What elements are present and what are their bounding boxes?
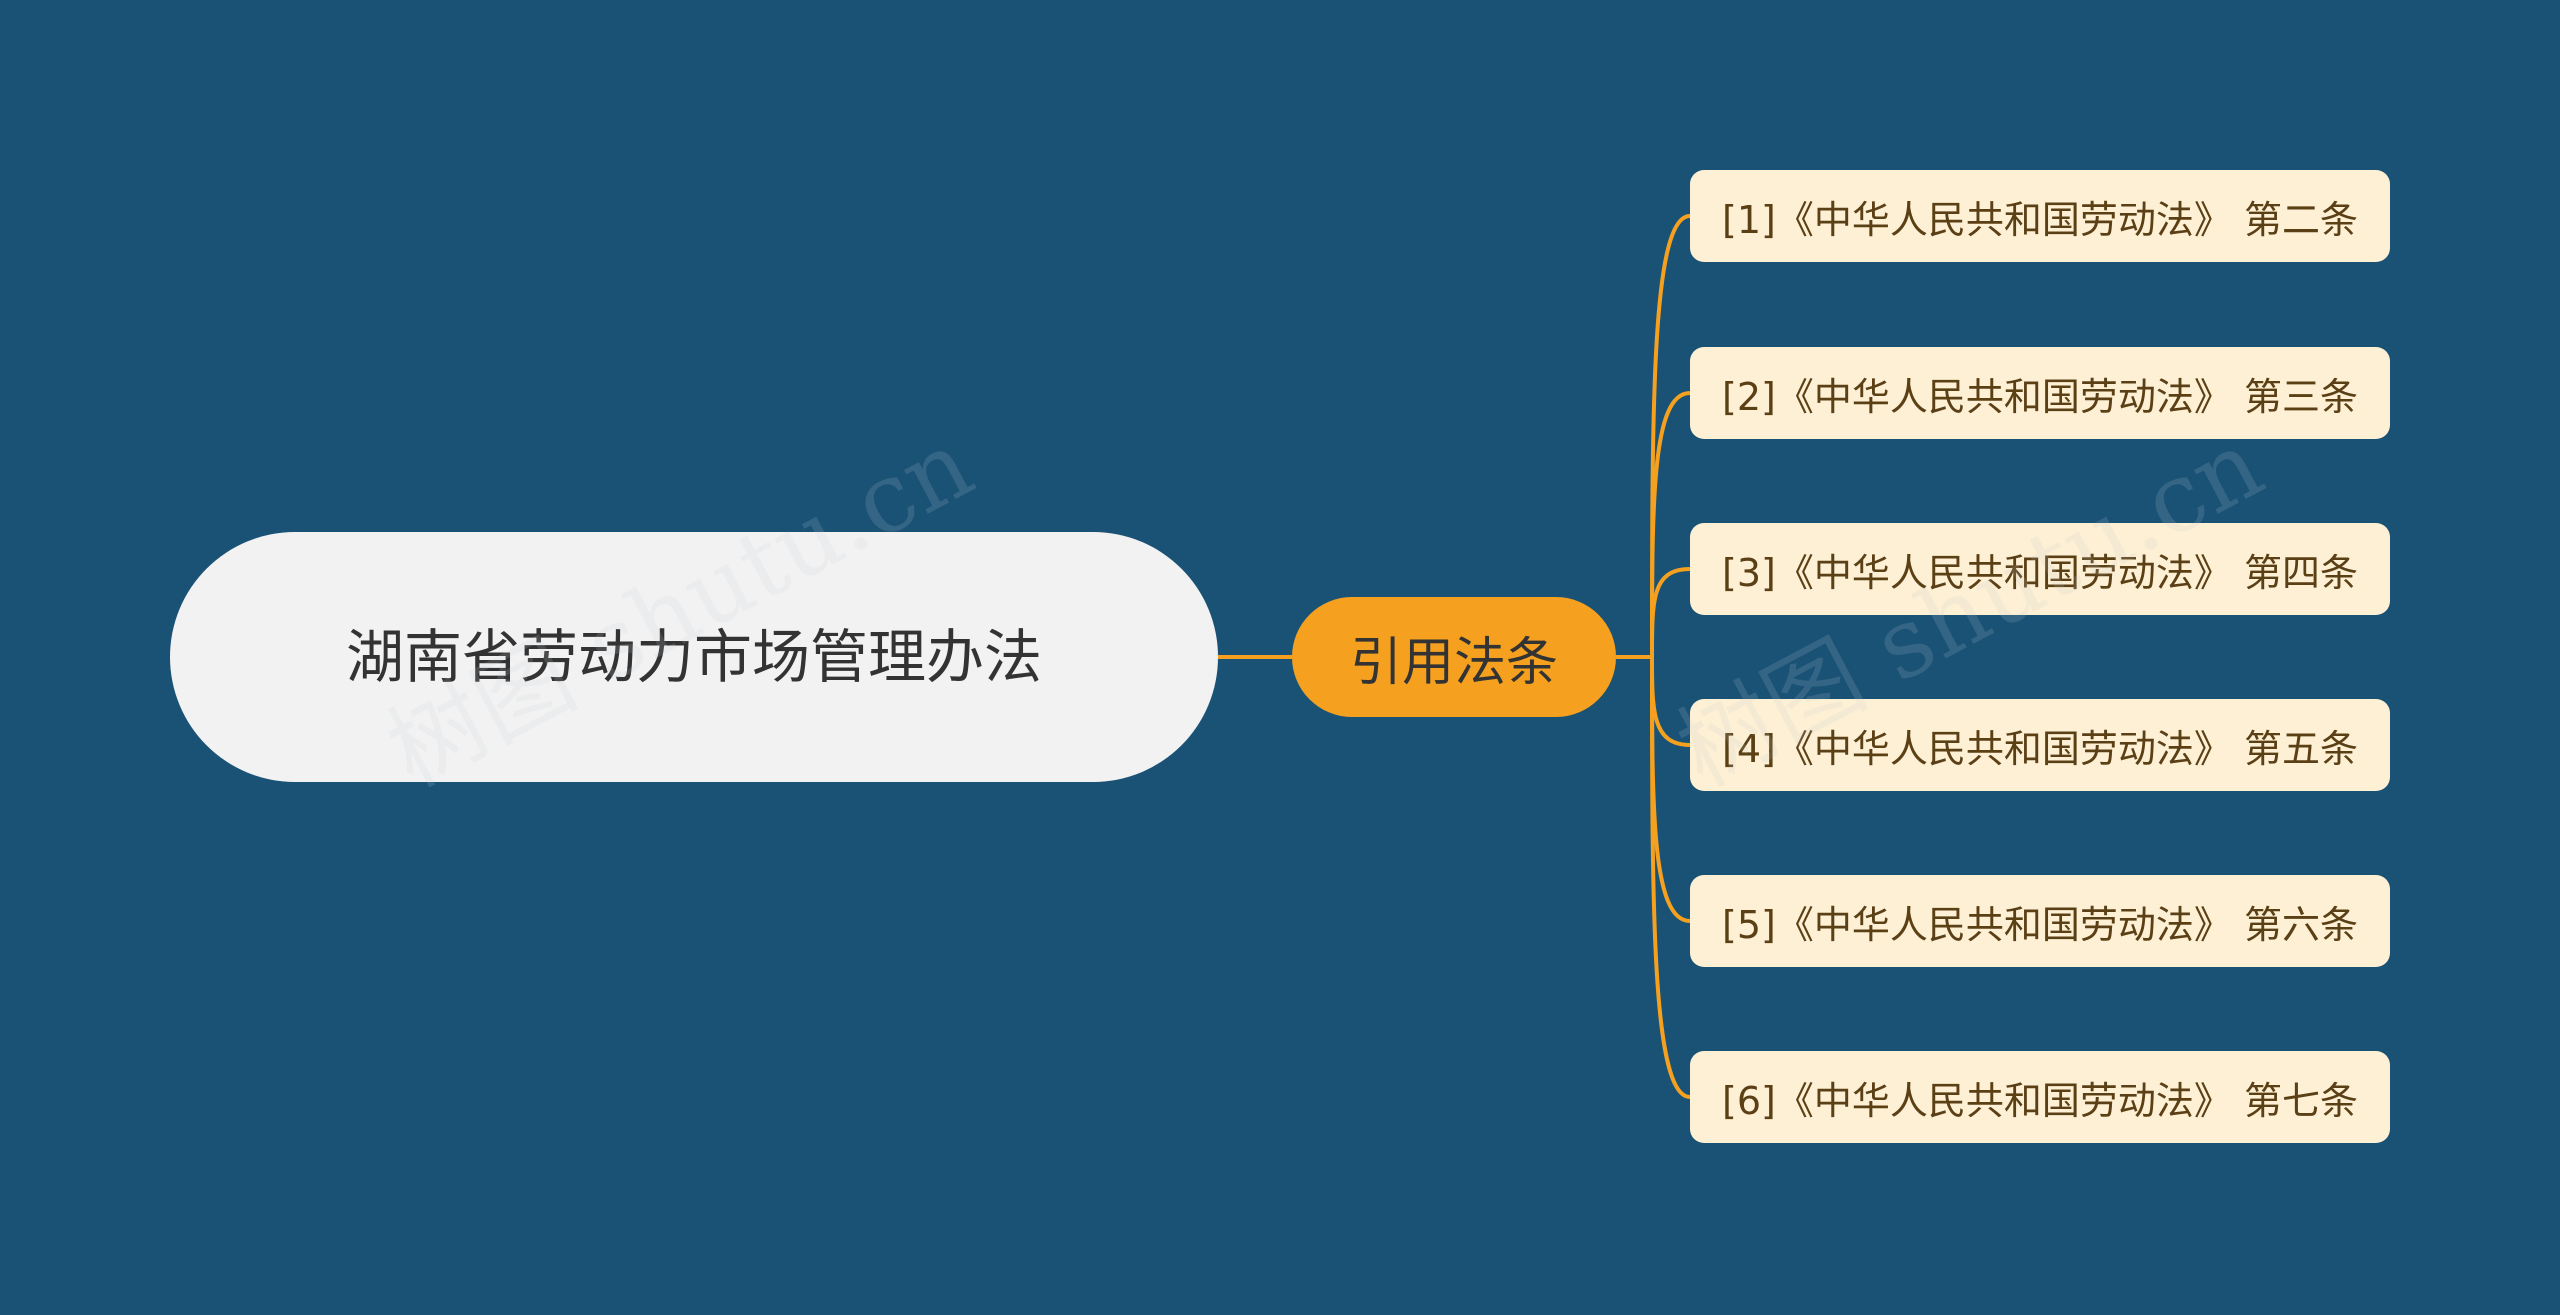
leaf-topic-node[interactable]: [4]《中华人民共和国劳动法》 第五条 — [1690, 699, 2390, 791]
leaf-topic-label: [1]《中华人民共和国劳动法》 第二条 — [1722, 197, 2358, 242]
root-topic-node[interactable]: 湖南省劳动力市场管理办法 — [170, 532, 1218, 782]
leaf-connector-3 — [1650, 567, 1691, 658]
leaf-connector-6 — [1650, 656, 1691, 1099]
branch-topic-label: 引用法条 — [1349, 632, 1558, 693]
leaf-connector-5 — [1650, 656, 1691, 923]
branch-topic-node[interactable]: 引用法条 — [1292, 597, 1616, 717]
leaf-connector-4 — [1650, 656, 1691, 747]
leaf-topic-node[interactable]: [5]《中华人民共和国劳动法》 第六条 — [1690, 875, 2390, 967]
leaf-connector-2 — [1650, 391, 1691, 658]
leaf-topic-label: [3]《中华人民共和国劳动法》 第四条 — [1722, 550, 2358, 595]
leaf-topic-label: [2]《中华人民共和国劳动法》 第三条 — [1722, 374, 2358, 419]
leaf-topic-label: [4]《中华人民共和国劳动法》 第五条 — [1722, 726, 2358, 771]
root-topic-label: 湖南省劳动力市场管理办法 — [345, 623, 1042, 691]
leaf-topic-node[interactable]: [3]《中华人民共和国劳动法》 第四条 — [1690, 523, 2390, 615]
leaf-topic-label: [6]《中华人民共和国劳动法》 第七条 — [1722, 1078, 2358, 1123]
leaf-topic-node[interactable]: [2]《中华人民共和国劳动法》 第三条 — [1690, 347, 2390, 439]
leaf-topic-node[interactable]: [1]《中华人民共和国劳动法》 第二条 — [1690, 170, 2390, 262]
leaf-topic-label: [5]《中华人民共和国劳动法》 第六条 — [1722, 902, 2358, 947]
leaf-topic-node[interactable]: [6]《中华人民共和国劳动法》 第七条 — [1690, 1051, 2390, 1143]
